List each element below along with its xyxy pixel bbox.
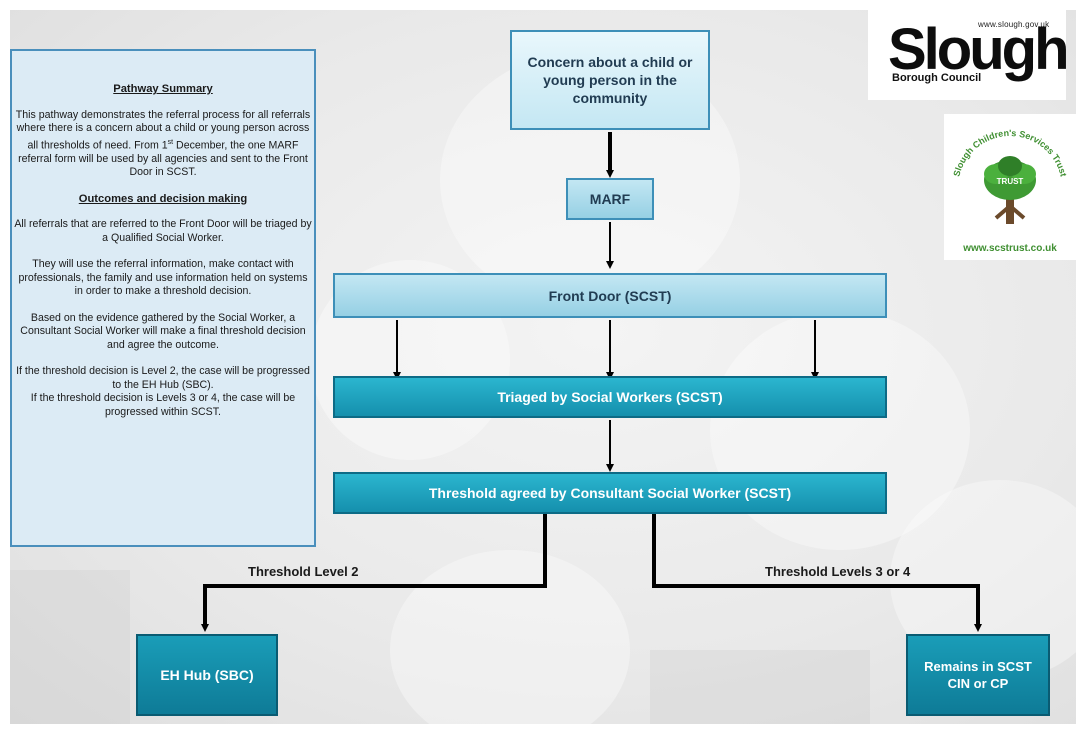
pathway-slide: Pathway Summary This pathway demonstrate…	[10, 10, 1076, 724]
remains-line-1: Remains in SCST	[924, 659, 1032, 674]
trust-url: www.scstrust.co.uk	[963, 243, 1057, 254]
remains-line-2: CIN or CP	[947, 676, 1009, 691]
pathway-summary-panel: Pathway Summary This pathway demonstrate…	[10, 49, 316, 547]
slough-borough-council-logo: www.slough.gov.uk Slough Borough Council	[868, 10, 1070, 100]
threshold-levels-3-4-label: Threshold Levels 3 or 4	[765, 564, 911, 579]
ordinal-suffix: st	[167, 138, 174, 146]
tree-emblem-icon: Slough Children's Services Trust TRUST	[951, 128, 1069, 224]
front-door-label: Front Door (SCST)	[548, 287, 672, 304]
flow-connectors	[201, 132, 982, 632]
slough-url: www.slough.gov.uk	[978, 20, 1050, 29]
summary-paragraph: This pathway demonstrates the referral p…	[14, 109, 312, 180]
background-bubble	[390, 550, 630, 724]
background-shade	[10, 570, 130, 724]
remains-in-scst-box: Remains in SCST CIN or CP	[906, 634, 1050, 716]
summary-paragraph: They will use the referral information, …	[18, 258, 308, 298]
branch-levels-3-4	[652, 514, 982, 632]
branch-level-2	[201, 514, 547, 632]
triaged-label: Triaged by Social Workers (SCST)	[497, 389, 723, 405]
summary-paragraph: Based on the evidence gathered by the So…	[20, 311, 306, 351]
eh-hub-box: EH Hub (SBC)	[136, 634, 278, 716]
threshold-label: Threshold agreed by Consultant Social Wo…	[428, 485, 792, 501]
summary-paragraph: If the threshold decision is Level 2, th…	[16, 365, 310, 391]
triaged-box: Triaged by Social Workers (SCST)	[333, 376, 887, 418]
threshold-box: Threshold agreed by Consultant Social Wo…	[333, 472, 887, 514]
outcomes-heading: Outcomes and decision making	[78, 192, 248, 205]
summary-paragraph: All referrals that are referred to the F…	[14, 218, 312, 244]
front-door-box: Front Door (SCST)	[333, 273, 887, 318]
threshold-level-2-label: Threshold Level 2	[248, 564, 359, 579]
slough-subtitle: Borough Council	[892, 72, 982, 84]
concern-box: Concern about a child or young person in…	[510, 30, 710, 130]
eh-hub-label: EH Hub (SBC)	[160, 667, 254, 683]
marf-label: MARF	[589, 191, 631, 207]
summary-paragraph: If the threshold decision is Levels 3 or…	[30, 392, 296, 418]
background-shade	[650, 650, 870, 724]
slough-childrens-services-trust-logo: Slough Children's Services Trust TRUST w…	[944, 114, 1076, 260]
trust-badge-text: TRUST	[997, 177, 1024, 186]
slough-wordmark: Slough	[888, 17, 1070, 82]
marf-box: MARF	[566, 178, 654, 220]
summary-text: December, the one MARF referral form wil…	[18, 139, 308, 179]
concern-text: Concern about a child or young person in…	[527, 54, 693, 106]
summary-text: This pathway demonstrates the referral p…	[15, 108, 311, 152]
summary-heading: Pathway Summary	[113, 83, 213, 95]
